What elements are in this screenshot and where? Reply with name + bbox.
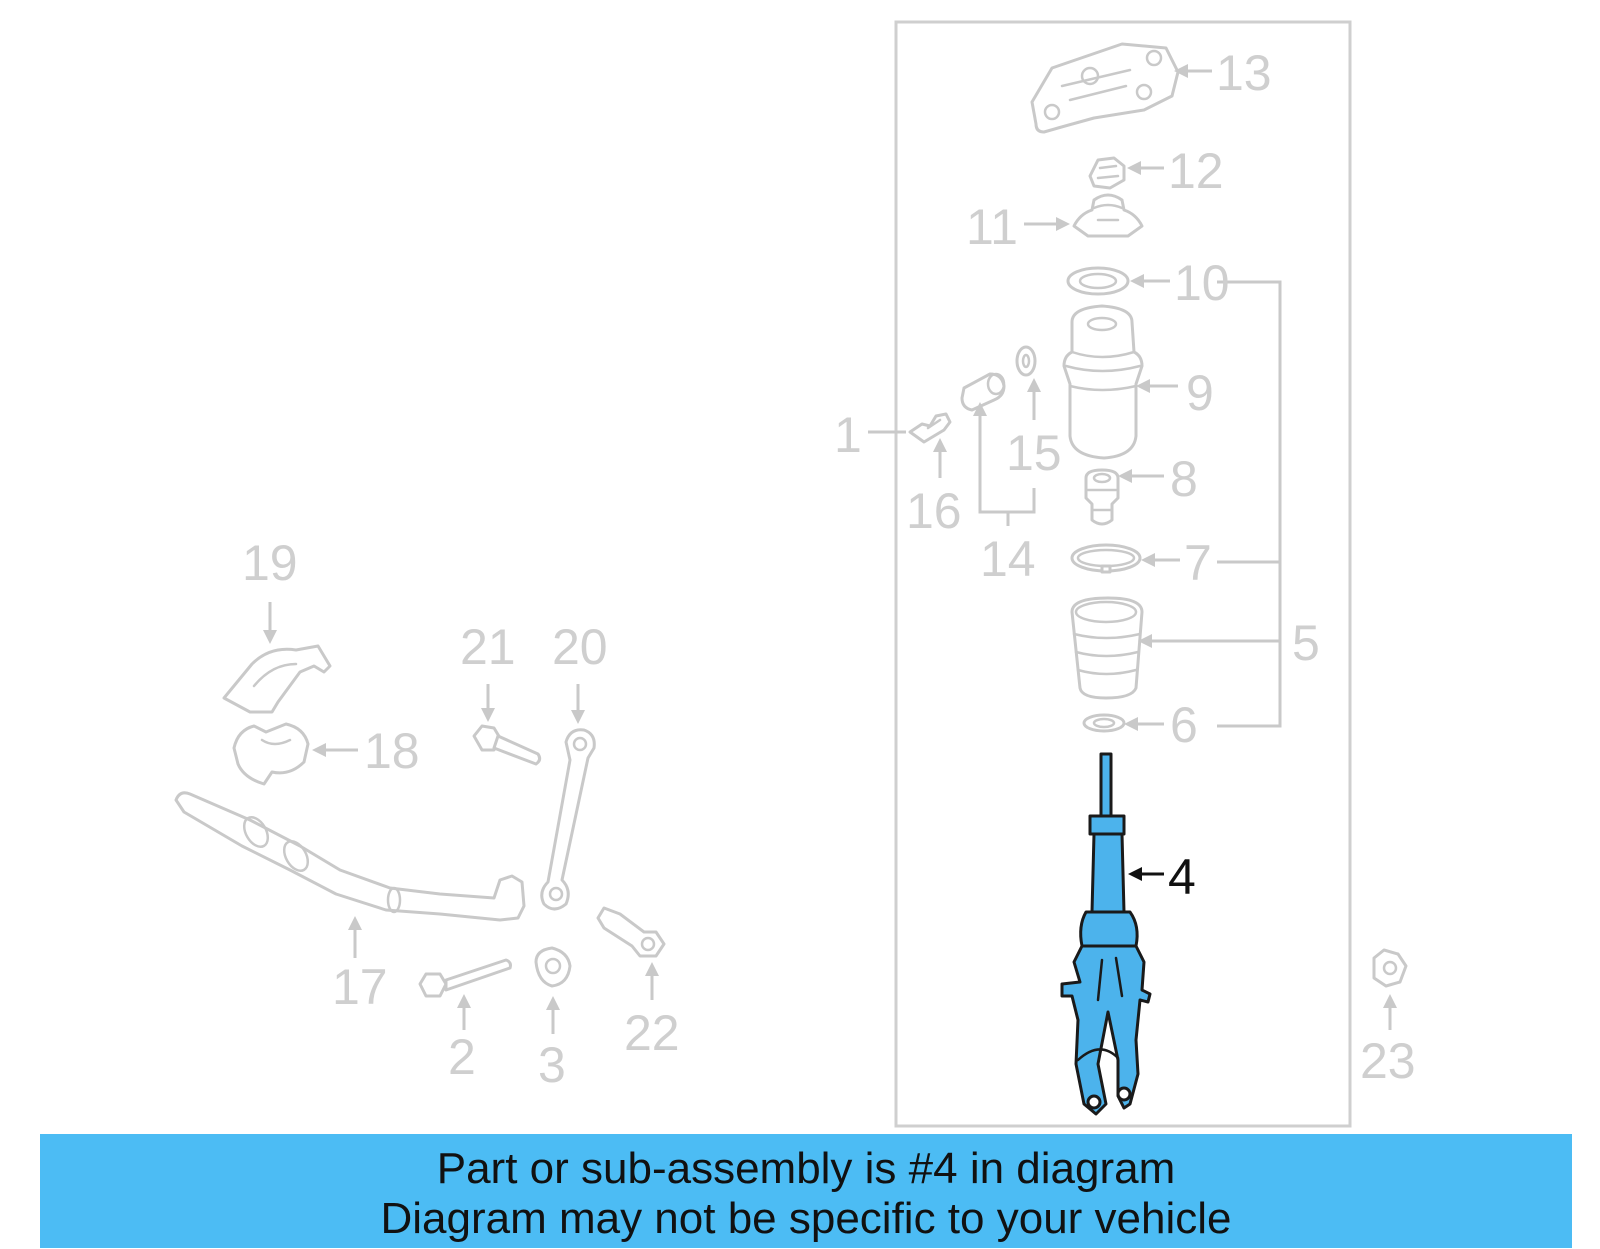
part-11-top-mount[interactable] xyxy=(1072,193,1144,238)
callout-22: 22 xyxy=(624,1005,680,1061)
callout-12: 12 xyxy=(1168,143,1224,199)
part-19-stabilizer-bracket[interactable] xyxy=(222,644,332,714)
arrow-23 xyxy=(1383,994,1397,1008)
callout-20: 20 xyxy=(552,619,608,675)
callout-2: 2 xyxy=(448,1029,476,1085)
arrow-3 xyxy=(546,996,560,1010)
arrow-4 xyxy=(1128,867,1142,881)
arrow-20 xyxy=(571,710,585,724)
part-20-stabilizer-link[interactable] xyxy=(540,728,596,911)
part-6-washer[interactable] xyxy=(1082,713,1126,733)
part-16-sleeve[interactable] xyxy=(960,372,1006,412)
arrow-14a xyxy=(973,402,987,416)
arrow-19 xyxy=(263,630,277,644)
callout-7: 7 xyxy=(1184,535,1212,591)
callout-18: 18 xyxy=(364,723,420,779)
arrow-6 xyxy=(1124,717,1138,731)
callout-4: 4 xyxy=(1168,849,1196,905)
callout-8: 8 xyxy=(1170,451,1198,507)
part-13-upper-mount-bracket[interactable] xyxy=(1030,42,1180,134)
part-10-seal-ring[interactable] xyxy=(1066,266,1130,296)
part-9-air-spring[interactable] xyxy=(1062,304,1144,460)
callout-15: 15 xyxy=(1006,425,1062,481)
arrow-22 xyxy=(645,962,659,976)
arrow-7 xyxy=(1141,553,1155,567)
callout-6: 6 xyxy=(1170,697,1198,753)
arrow-9 xyxy=(1136,379,1150,393)
callout-14: 14 xyxy=(980,531,1036,587)
arrow-12 xyxy=(1127,161,1141,175)
banner-line-2: Diagram may not be specific to your vehi… xyxy=(380,1194,1232,1243)
part-23-nut[interactable] xyxy=(1372,948,1408,988)
part-7-clamp-ring[interactable] xyxy=(1070,543,1142,574)
arrow-2 xyxy=(457,994,471,1008)
callout-3: 3 xyxy=(538,1037,566,1093)
arrow-11 xyxy=(1056,217,1070,231)
strut-assembly-frame xyxy=(894,20,1352,1128)
part-15-washer[interactable] xyxy=(1015,345,1037,377)
part-8-bump-stop[interactable] xyxy=(1084,468,1120,526)
arrow-15 xyxy=(1027,378,1041,392)
part-18-bushing[interactable] xyxy=(232,722,310,786)
callout-13: 13 xyxy=(1216,45,1272,101)
part-2-bolt[interactable] xyxy=(418,958,512,998)
callout-5: 5 xyxy=(1292,615,1320,671)
callout-10: 10 xyxy=(1174,255,1230,311)
arrow-17 xyxy=(348,916,362,930)
part-3-nut[interactable] xyxy=(534,946,572,988)
part-17-stabilizer-bar[interactable] xyxy=(174,791,526,922)
arrow-16 xyxy=(933,438,947,452)
info-banner: Part or sub-assembly is #4 in diagram Di… xyxy=(40,1134,1572,1248)
arrow-8 xyxy=(1118,469,1132,483)
callout-16: 16 xyxy=(906,483,962,539)
callout-9: 9 xyxy=(1186,365,1214,421)
part-1-valve[interactable] xyxy=(908,412,952,444)
arrow-21 xyxy=(481,708,495,722)
part-4-strut-highlighted[interactable] xyxy=(1060,752,1152,1116)
arrow-13 xyxy=(1174,64,1188,78)
banner-line-1: Part or sub-assembly is #4 in diagram xyxy=(436,1144,1176,1193)
part-21-bolt[interactable] xyxy=(472,724,542,766)
callout-11: 11 xyxy=(966,199,1018,255)
callout-23: 23 xyxy=(1360,1033,1416,1089)
part-12-nut[interactable] xyxy=(1088,156,1126,190)
arrow-10 xyxy=(1130,274,1144,288)
group-5-bracket xyxy=(1217,280,1282,728)
part-22-bolt[interactable] xyxy=(596,906,666,958)
callout-17: 17 xyxy=(332,959,388,1015)
arrow-5 xyxy=(1138,634,1152,648)
callout-19: 19 xyxy=(242,535,298,591)
part-5-dust-boot[interactable] xyxy=(1070,596,1144,700)
callout-1: 1 xyxy=(834,407,862,463)
callout-21: 21 xyxy=(460,619,516,675)
arrow-18 xyxy=(312,743,326,757)
